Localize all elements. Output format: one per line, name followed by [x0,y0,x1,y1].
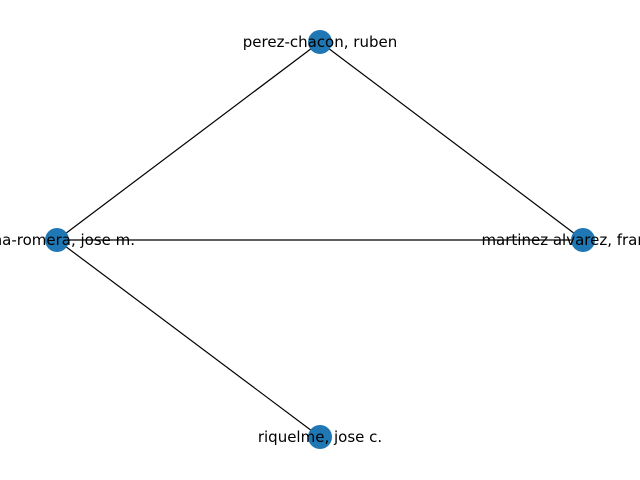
nodes-layer [45,30,595,449]
labels-layer: perez-chacon, ruben luna-romera, jose m. m… [0,33,640,446]
node-riquelme [308,425,332,449]
edges-layer [56,41,584,438]
edge-perez-martinez [319,41,584,241]
node-label-riquelme: riquelme, jose c. [258,428,382,446]
node-perez [308,30,332,54]
node-label-martinez: martinez alvarez, francisco [481,231,640,249]
edge-romera-riquelme [56,239,321,438]
edge-perez-romera [56,41,321,241]
node-martinez [571,228,595,252]
node-romera [45,228,69,252]
node-label-romera: luna-romera, jose m. [0,231,135,249]
node-label-perez: perez-chacon, ruben [243,33,397,51]
